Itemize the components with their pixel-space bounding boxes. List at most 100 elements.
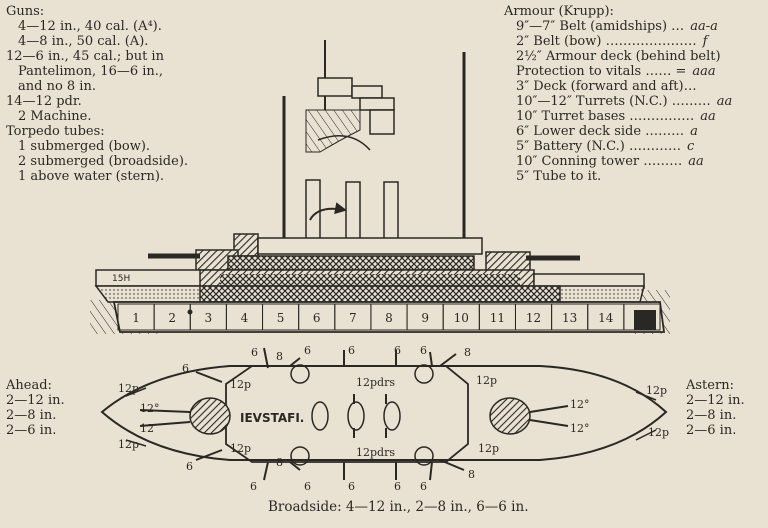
hull-section-number: 10 <box>454 311 469 325</box>
hull-section-number: 7 <box>349 311 357 325</box>
torpedo-list: 1 submerged (bow).2 submerged (broadside… <box>6 139 188 184</box>
funnel-1 <box>305 179 321 241</box>
armour-item-label: 5″ Battery (N.C.) ………… <box>516 139 681 154</box>
armour-item: 6″ Lower deck side ……… a <box>504 124 732 139</box>
fore-turret-label: 15H <box>112 274 130 284</box>
armour-item-label: 9″—7″ Belt (amidships) … <box>516 19 685 34</box>
armour-heading: Armour (Krupp): <box>504 4 614 19</box>
label-twelve: 12 <box>140 422 154 435</box>
ship-plan: IEVSTAFI. 6 <box>100 344 669 493</box>
ahead-line: 2—8 in. <box>6 408 57 423</box>
astern-line: 2—8 in. <box>686 408 737 423</box>
hull-section-number: 1 <box>132 311 140 325</box>
armour-item-value: aa-a <box>690 19 718 34</box>
armour-item-label: 5″ Tube to it. <box>516 169 602 184</box>
gun-line: 4—12 in., 40 cal. (A⁴). <box>18 19 162 34</box>
armour-item-label: 10″ Conning tower ……… <box>516 154 683 169</box>
funnel-2 <box>345 181 361 241</box>
armour-item-label: 2½″ Armour deck (behind belt) <box>516 49 721 64</box>
guns-list: 4—12 in., 40 cal. (A⁴).4—8 in., 50 cal. … <box>6 19 188 124</box>
label-eight: 8 <box>464 346 471 359</box>
gun-line: and no 8 in. <box>18 79 96 94</box>
belt-cross <box>220 274 520 286</box>
armour-item: 2½″ Armour deck (behind belt) <box>504 49 732 64</box>
label-eight: 8 <box>468 468 475 481</box>
label-twelve-deg: 12° <box>570 398 590 411</box>
torpedo-heading: Torpedo tubes: <box>6 124 105 139</box>
torpedo-line: 1 above water (stern). <box>18 169 165 184</box>
label-six: 6 <box>251 346 258 359</box>
label-twelve-pdrs: 12pdrs <box>356 446 395 459</box>
label-six: 6 <box>348 480 355 493</box>
gun-line: 2 Machine. <box>18 109 92 124</box>
armour-item-value: a <box>690 124 698 139</box>
label-twelve-pdr: 12p <box>230 442 251 455</box>
label-twelve-pdr: 12p <box>118 382 139 395</box>
label-six: 6 <box>348 344 355 357</box>
hull-section-number: 11 <box>490 311 505 325</box>
label-twelve-pdr: 12p <box>646 384 667 397</box>
label-six: 6 <box>420 480 427 493</box>
armour-item: 10″—12″ Turrets (N.C.) ………aa <box>504 94 732 109</box>
astern-fire-block: Astern: 2—12 in. 2—8 in. 2—6 in. <box>686 378 745 438</box>
armour-item: 9″—7″ Belt (amidships) … aa-a <box>504 19 732 34</box>
armour-item-value: aa <box>688 154 704 169</box>
plan-guns <box>195 347 465 481</box>
label-twelve-pdrs: 12pdrs <box>356 376 395 389</box>
armour-item-label: 10″ Turret bases …………… <box>516 109 695 124</box>
aft-barbette <box>489 397 531 435</box>
label-six: 6 <box>182 362 189 375</box>
label-six: 6 <box>304 344 311 357</box>
hull-section-number: 12 <box>526 311 541 325</box>
armour-item: 5″ Battery (N.C.) …………c <box>504 139 732 154</box>
label-twelve-pdr: 12p <box>648 426 669 439</box>
armour-item-label: 6″ Lower deck side ……… <box>516 124 685 139</box>
ship-profile: 15H 123456789101112131415 <box>90 40 670 334</box>
hull-section-number: 3 <box>205 311 213 325</box>
hull-section-number: 5 <box>277 311 285 325</box>
torpedo-line: 2 submerged (broadside). <box>18 154 189 169</box>
label-six: 6 <box>394 344 401 357</box>
funnel-oval-1 <box>311 401 329 431</box>
fore-barbette <box>189 397 231 435</box>
armour-item: Protection to vitals …… = aaa <box>504 64 732 79</box>
label-six: 6 <box>420 344 427 357</box>
ahead-heading: Ahead: <box>6 378 52 393</box>
hull-section-number: 8 <box>385 311 393 325</box>
torpedo-line: 1 submerged (bow). <box>18 139 151 154</box>
ahead-line: 2—12 in. <box>6 393 65 408</box>
armour-item-value: aaa <box>692 64 716 79</box>
armour-item-label: Protection to vitals …… = <box>516 64 687 79</box>
ahead-line: 2—6 in. <box>6 423 57 438</box>
ship-name: IEVSTAFI. <box>240 411 304 425</box>
label-twelve-deg: 12° <box>140 402 160 415</box>
armour-item: 10″ Turret bases ……………aa <box>504 109 732 124</box>
torpedo-mark <box>187 309 193 315</box>
armour-item-label: 3″ Deck (forward and aft)… <box>516 79 697 94</box>
hull-section-number: 14 <box>598 311 614 325</box>
hull-section-number: 9 <box>421 311 429 325</box>
guns-block: Guns: 4—12 in., 40 cal. (A⁴).4—8 in., 50… <box>6 4 188 184</box>
gun-line: 14—12 pdr. <box>6 94 82 109</box>
gun-line: 4—8 in., 50 cal. (A). <box>18 34 149 49</box>
gun-line: 12—6 in., 45 cal.; but in <box>6 49 164 64</box>
label-six: 6 <box>394 480 401 493</box>
armour-item-value: f <box>702 34 708 49</box>
upper-deckhouse <box>257 237 483 255</box>
armour-item: 2″ Belt (bow) …………………f <box>504 34 732 49</box>
label-eight: 8 <box>276 456 283 469</box>
battery-outline <box>225 365 469 463</box>
funnel-oval-2 <box>347 401 365 431</box>
hull-section-number: 13 <box>562 311 577 325</box>
label-six: 6 <box>250 480 257 493</box>
funnel-3 <box>383 181 399 241</box>
label-eight: 8 <box>276 350 283 363</box>
label-twelve-deg: 12° <box>570 422 590 435</box>
armour-item: 5″ Tube to it. <box>504 169 732 184</box>
armour-item: 3″ Deck (forward and aft)… <box>504 79 732 94</box>
armour-item-label: 10″—12″ Turrets (N.C.) ……… <box>516 94 711 109</box>
label-twelve-pdr: 12p <box>118 438 139 451</box>
label-twelve-pdr: 12p <box>230 378 251 391</box>
label-twelve-pdr: 12p <box>476 374 497 387</box>
